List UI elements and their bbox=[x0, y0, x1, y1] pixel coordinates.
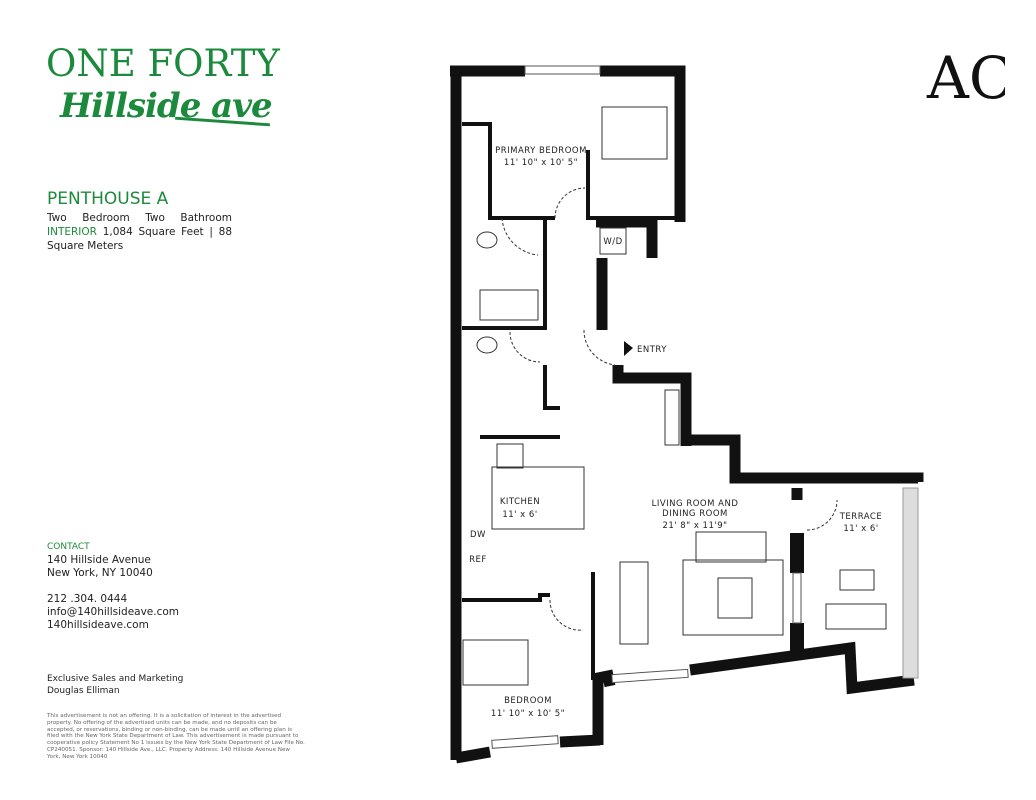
area-line: INTERIOR 1,084 Square Feet | 88 bbox=[47, 225, 232, 239]
interior-label: INTERIOR bbox=[47, 226, 97, 238]
sales-line-1: Exclusive Sales and Marketing bbox=[47, 674, 184, 684]
door-bath2 bbox=[509, 331, 541, 363]
window-living bbox=[611, 668, 689, 684]
living-name-2: DINING ROOM bbox=[662, 509, 728, 519]
entry-arrow-icon bbox=[624, 341, 633, 356]
door-bath1 bbox=[501, 217, 539, 256]
living-name-1: LIVING ROOM AND bbox=[652, 499, 739, 509]
doors bbox=[501, 187, 838, 631]
area-line-2: Square Meters bbox=[47, 240, 124, 252]
wall-closet bbox=[686, 434, 924, 484]
wall-block-terrace bbox=[790, 533, 804, 573]
brand-script-logo: Hillside ave bbox=[60, 86, 273, 126]
walls bbox=[450, 65, 924, 764]
tub bbox=[479, 289, 539, 321]
wall-bedroom-bottom bbox=[455, 746, 491, 764]
wall-bottom-left bbox=[559, 734, 601, 748]
wall-bath1 bbox=[462, 218, 547, 330]
interior-walls bbox=[462, 122, 675, 680]
contact-label: CONTACT bbox=[47, 542, 90, 552]
bath-word: Bathroom bbox=[180, 212, 232, 224]
terrace-planter bbox=[902, 487, 919, 679]
toilet-1 bbox=[476, 231, 498, 249]
door-terrace bbox=[806, 499, 838, 531]
wd-unit bbox=[599, 227, 627, 255]
bed-count: Two bbox=[47, 212, 67, 224]
wall-bottom-right bbox=[689, 641, 915, 695]
wall-bottom-mid bbox=[592, 669, 616, 745]
sofa bbox=[695, 531, 767, 563]
wall-bedroom-top bbox=[462, 593, 550, 602]
dining-table bbox=[619, 561, 649, 645]
brand-title: ONE FORTY bbox=[46, 42, 280, 85]
wall-block-terrace-2 bbox=[790, 623, 804, 653]
wall-entry-right bbox=[612, 365, 692, 446]
bath-count: Two bbox=[145, 212, 165, 224]
bed-primary bbox=[601, 106, 668, 160]
closet-shelf bbox=[664, 389, 680, 446]
kitchen-size: 11' x 6' bbox=[502, 510, 537, 520]
furniture bbox=[462, 106, 887, 686]
window-terrace-door bbox=[792, 572, 802, 624]
window-bedroom bbox=[491, 735, 559, 749]
rug bbox=[682, 559, 784, 636]
stove bbox=[496, 443, 524, 469]
wall-top-right bbox=[600, 65, 686, 222]
entry-label: ENTRY bbox=[637, 345, 667, 355]
monogram-logo: AC bbox=[926, 44, 1005, 112]
kitchen-name: KITCHEN bbox=[500, 497, 540, 507]
terrace-size: 11' x 6' bbox=[843, 524, 878, 534]
wall-bath2 bbox=[543, 365, 560, 410]
disclaimer: This advertisement is not an offering. I… bbox=[47, 713, 305, 760]
terrace-table bbox=[839, 569, 875, 591]
door-entry bbox=[583, 329, 616, 366]
bed-word: Bedroom bbox=[82, 212, 130, 224]
bed-secondary bbox=[462, 639, 529, 686]
bed-bath-line: Two Bedroom Two Bathroom bbox=[47, 211, 232, 225]
unit-name: PENTHOUSE A bbox=[47, 189, 169, 209]
sales-line-2: Douglas Elliman bbox=[47, 686, 120, 696]
window-top bbox=[524, 65, 601, 75]
phone[interactable]: 212 .304. 0444 bbox=[47, 593, 128, 605]
primary-bedroom-name: PRIMARY BEDROOM bbox=[495, 146, 587, 156]
kitchen-counter bbox=[491, 466, 585, 530]
bedroom-size: 11' 10" x 10' 5" bbox=[491, 709, 565, 719]
bedroom-name: BEDROOM bbox=[504, 696, 552, 706]
ref-label: REF bbox=[469, 555, 487, 565]
address-line-1: 140 Hillside Avenue bbox=[47, 554, 151, 566]
email-link[interactable]: info@140hillsideave.com bbox=[47, 606, 180, 618]
terrace-sofa bbox=[825, 603, 887, 630]
wd-label: W/D bbox=[603, 237, 622, 247]
wall-primary-right bbox=[586, 150, 675, 220]
terrace-name: TERRACE bbox=[839, 512, 883, 522]
address-line-2: New York, NY 10040 bbox=[47, 567, 153, 579]
coffee-table bbox=[717, 577, 753, 619]
website-link[interactable]: 140hillsideave.com bbox=[47, 619, 149, 631]
area-value: 1,084 Square Feet | 88 bbox=[102, 226, 233, 238]
monogram-a: AC bbox=[926, 44, 1005, 112]
door-bedroom bbox=[549, 599, 584, 631]
wall-primary-closet bbox=[462, 122, 555, 220]
toilet-2 bbox=[476, 336, 498, 354]
dw-label: DW bbox=[470, 530, 486, 540]
wall-wd bbox=[596, 216, 658, 258]
windows bbox=[491, 65, 802, 749]
door-primary bbox=[554, 187, 586, 219]
living-size: 21' 8" x 11'9" bbox=[662, 521, 727, 531]
primary-bedroom-size: 11' 10" x 10' 5" bbox=[504, 158, 578, 168]
